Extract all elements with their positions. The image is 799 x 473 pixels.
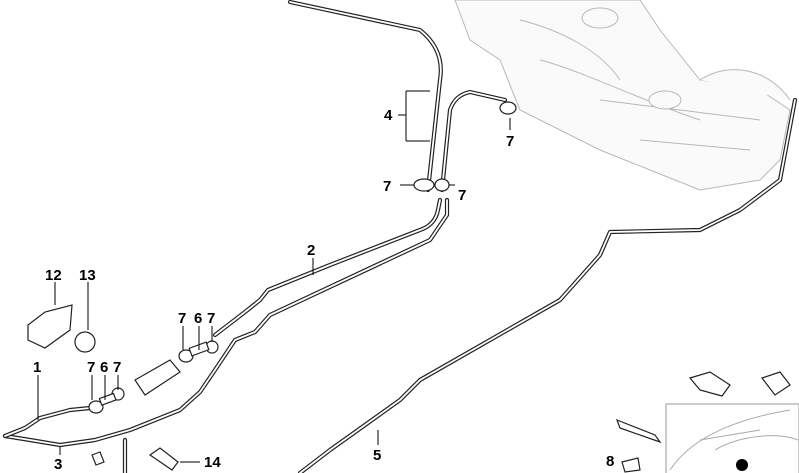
callout-6: 6: [194, 310, 202, 327]
callout-2: 2: [307, 242, 315, 259]
callout-7: 7: [113, 359, 121, 376]
leader-lines: [37, 90, 511, 463]
clips-and-car-inset: [615, 371, 799, 473]
fuel-tank-ghost: [454, 0, 791, 191]
fuel-filter: [134, 359, 181, 396]
callout-7: 7: [458, 187, 466, 204]
callout-3: 3: [54, 456, 62, 473]
callout-1: 1: [33, 359, 41, 376]
callout-7: 7: [87, 359, 95, 376]
callout-5: 5: [373, 447, 381, 464]
callout-12: 12: [45, 267, 62, 284]
callout-labels: 4 7 7 7 2 12 13 7 6 7 1 7 6 7 3 14 5 8: [33, 107, 614, 473]
callout-4: 4: [384, 107, 393, 124]
callout-13: 13: [79, 267, 96, 284]
heat-shield-bracket: [27, 304, 179, 471]
callout-8: 8: [606, 453, 614, 470]
callout-7: 7: [506, 133, 514, 150]
location-marker-dot: [736, 459, 748, 471]
callout-7: 7: [207, 310, 215, 327]
callout-14: 14: [204, 454, 221, 471]
callout-7: 7: [178, 310, 186, 327]
callout-6: 6: [100, 359, 108, 376]
clamps: [88, 101, 517, 414]
callout-7: 7: [383, 178, 391, 195]
